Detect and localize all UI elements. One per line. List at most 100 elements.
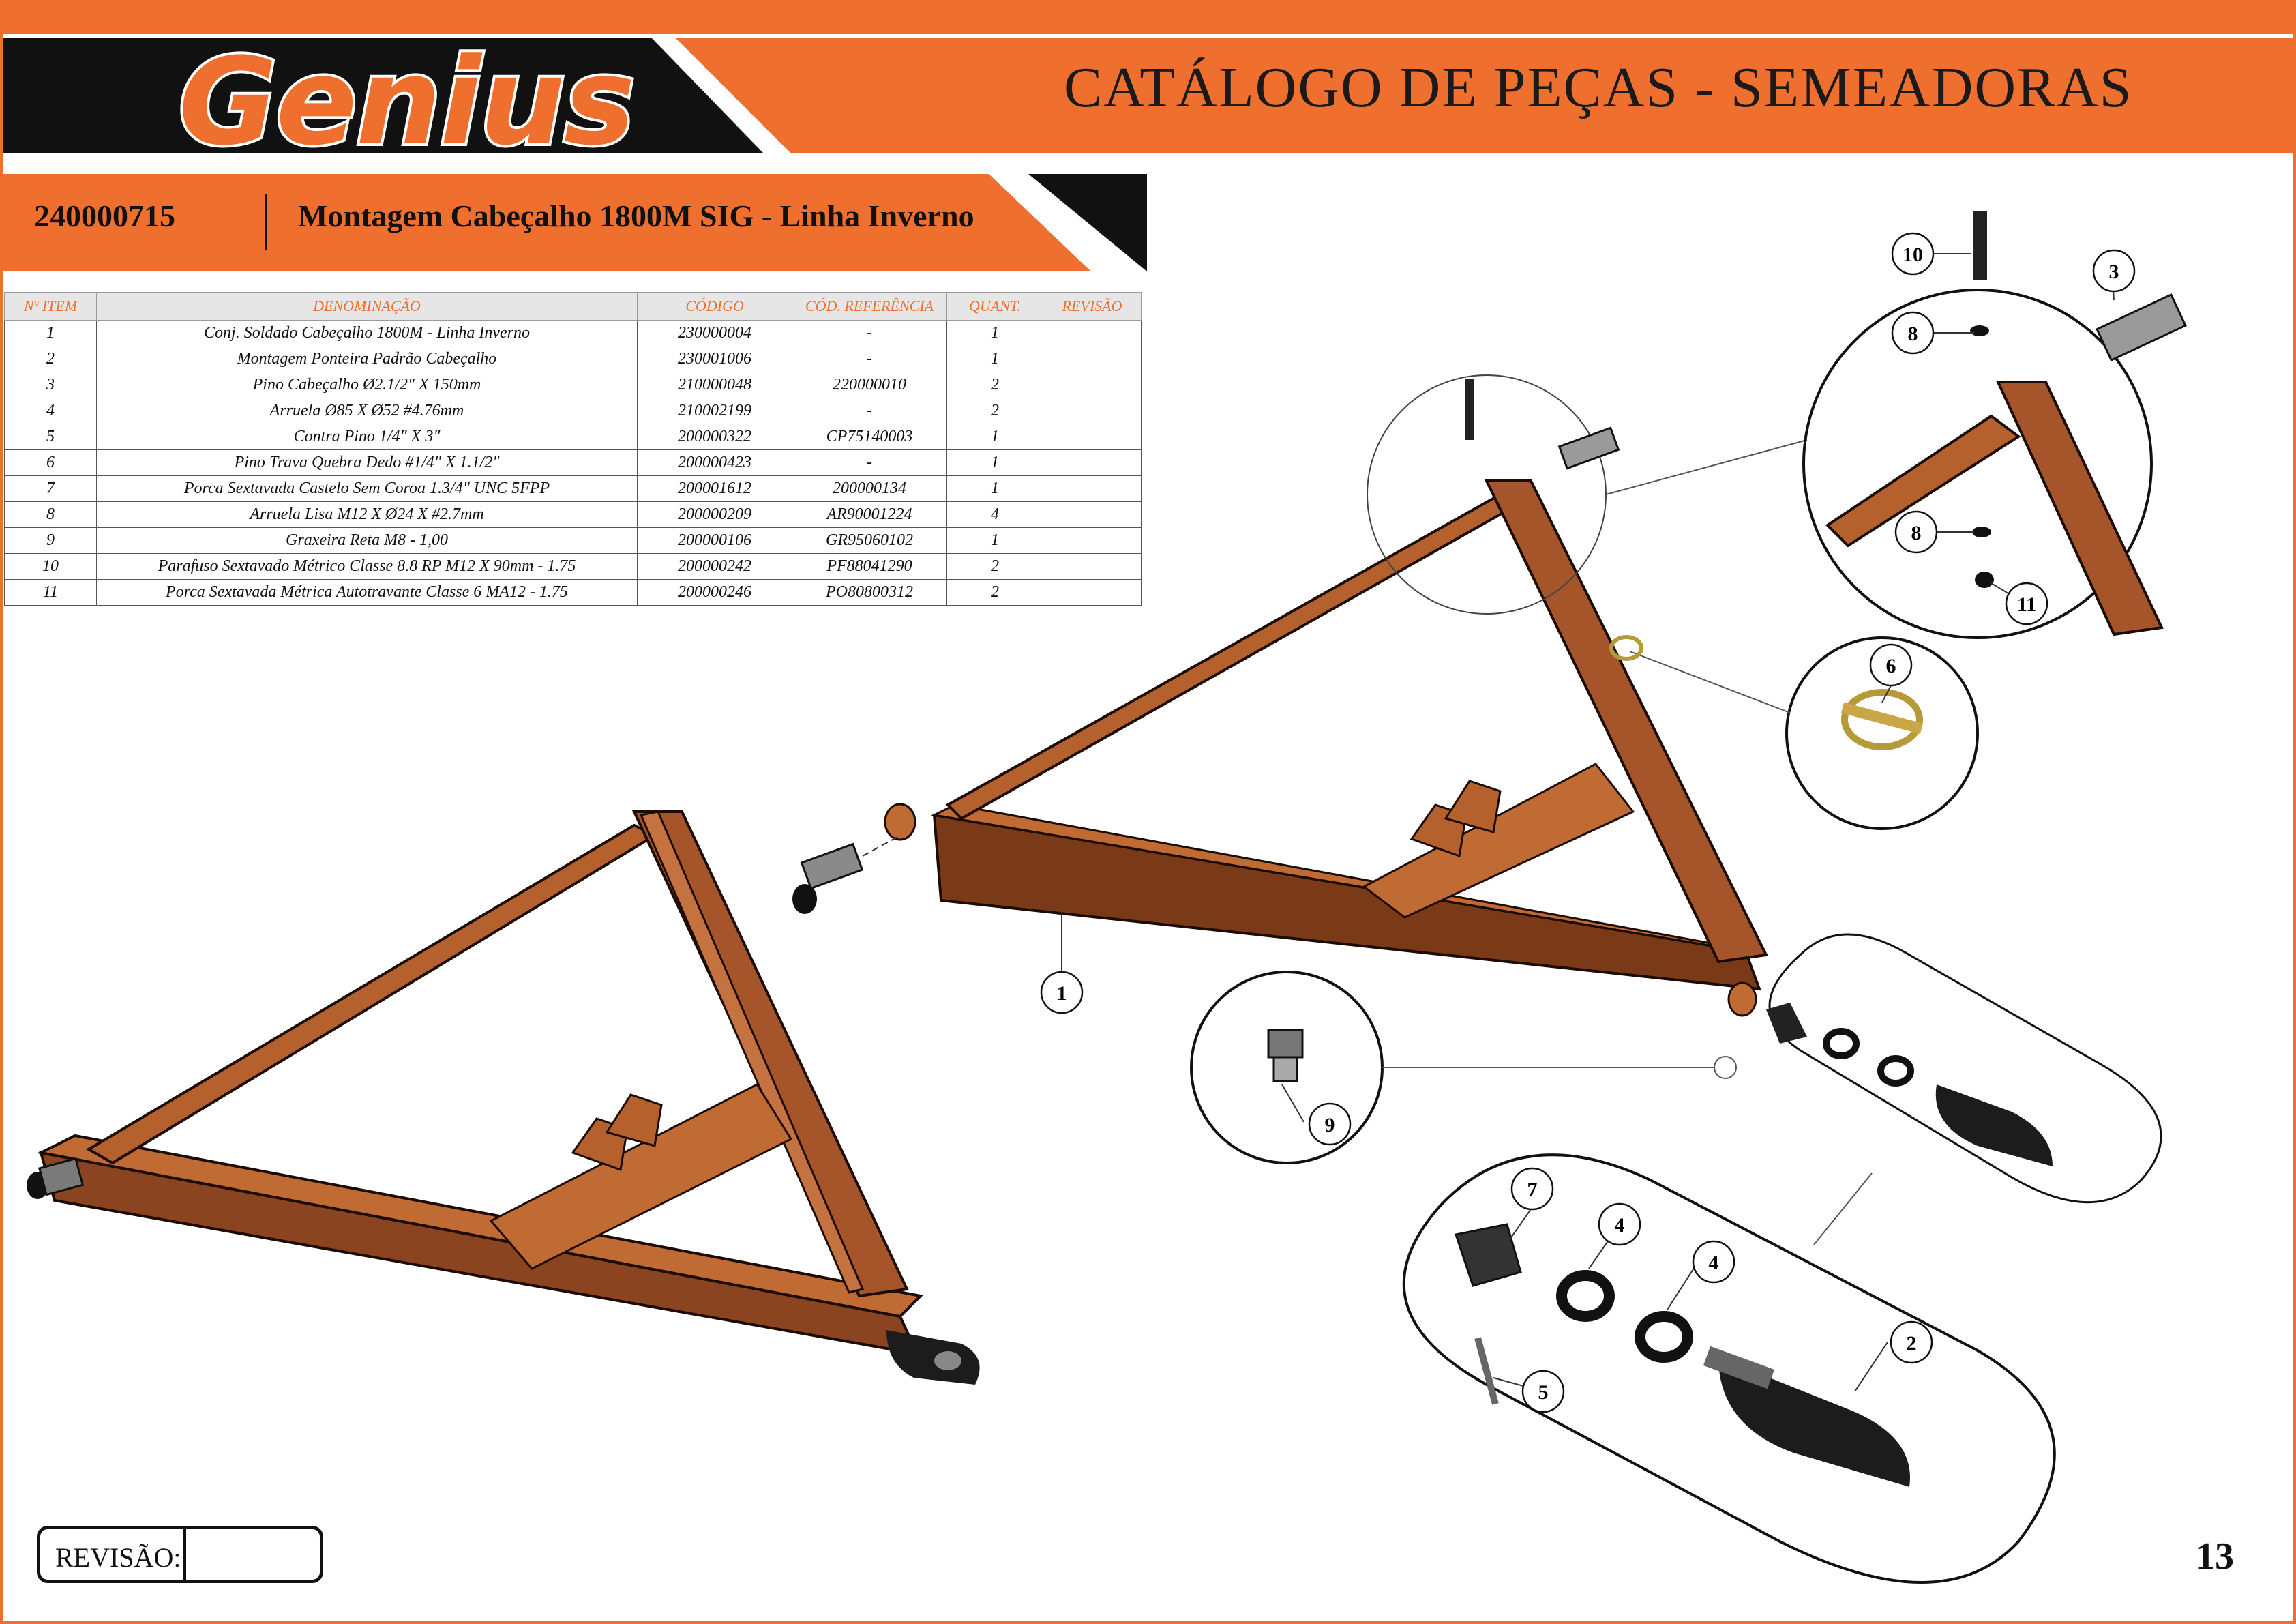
cell-description: Graxeira Reta M8 - 1,00 (96, 527, 638, 554)
cell-code: 200000322 (637, 424, 792, 450)
callout-8b: 8 (1894, 510, 1938, 554)
svg-text:8: 8 (1908, 323, 1918, 345)
svg-text:11: 11 (2017, 593, 2036, 616)
cell-revision (1043, 579, 1142, 606)
cell-item-number: 3 (4, 372, 97, 398)
cell-revision (1043, 320, 1142, 346)
svg-text:10: 10 (1903, 243, 1923, 266)
cell-item-number: 8 (4, 501, 97, 528)
callout-10: 10 (1891, 232, 1935, 276)
detail-oval-tip-small (1766, 933, 2162, 1204)
cell-code: 200000423 (637, 449, 792, 476)
cell-code: 200000106 (637, 527, 792, 554)
callout-11: 11 (2005, 582, 2048, 625)
cell-quantity: 1 (946, 449, 1043, 476)
cell-reference-code: - (792, 449, 947, 476)
cell-description: Arruela Ø85 X Ø52 #4.76mm (96, 398, 638, 424)
detail-circle-pin-lock (1785, 636, 1979, 830)
detail-circle-grease-fitting (1190, 971, 1384, 1164)
cell-reference-code: 200000134 (792, 475, 947, 502)
cell-quantity: 2 (946, 398, 1043, 424)
cell-item-number: 9 (4, 527, 97, 554)
cell-revision (1043, 475, 1142, 502)
detail-oval-tip-large (1402, 1153, 2056, 1584)
svg-text:8: 8 (1911, 522, 1922, 544)
assembly-separator (265, 194, 267, 250)
cell-description: Parafuso Sextavado Métrico Classe 8.8 RP… (96, 553, 638, 580)
cell-code: 230001006 (637, 346, 792, 372)
revision-box: REVISÃO: (37, 1526, 323, 1583)
detail-circle-top-large (1802, 211, 2187, 639)
header-quantity: QUANT. (946, 292, 1043, 321)
cell-code: 200001612 (637, 475, 792, 502)
cell-description: Contra Pino 1/4" X 3" (96, 424, 638, 450)
cell-item-number: 11 (4, 579, 97, 606)
cell-code: 200000242 (637, 553, 792, 580)
cell-quantity: 1 (946, 527, 1043, 554)
assembly-black-corner (1028, 174, 1147, 271)
cell-description: Arruela Lisa M12 X Ø24 X #2.7mm (96, 501, 638, 528)
callout-4b: 4 (1692, 1240, 1735, 1284)
callouts: 1 2 3 4 4 5 6 7 8 8 9 10 11 (1040, 232, 2136, 1413)
svg-text:7: 7 (1527, 1179, 1538, 1201)
cell-quantity: 1 (946, 424, 1043, 450)
callout-2: 2 (1890, 1320, 1933, 1364)
header-description: DENOMINAÇÃO (96, 292, 638, 321)
cell-revision (1043, 527, 1142, 554)
assembly-band (3, 174, 1091, 271)
cell-code: 230000004 (637, 320, 792, 346)
callout-8a: 8 (1891, 311, 1935, 355)
parts-table: Nº ITEM DENOMINAÇÃO CÓDIGO CÓD. REFERÊNC… (4, 292, 1142, 606)
cell-reference-code: CP75140003 (792, 424, 947, 450)
cell-item-number: 1 (4, 320, 97, 346)
catalog-title: CATÁLOGO DE PEÇAS - SEMEADORAS (1064, 56, 2133, 119)
cell-quantity: 2 (946, 372, 1043, 398)
callout-5: 5 (1521, 1370, 1565, 1413)
cell-reference-code: GR95060102 (792, 527, 947, 554)
cell-reference-code: PO80800312 (792, 579, 947, 606)
cell-reference-code: PF88041290 (792, 553, 947, 580)
header-white-stripe (651, 38, 791, 153)
cell-description: Pino Cabeçalho Ø2.1/2" X 150mm (96, 372, 638, 398)
svg-text:4: 4 (1709, 1252, 1719, 1274)
svg-text:6: 6 (1886, 655, 1896, 677)
svg-text:9: 9 (1325, 1114, 1335, 1136)
cell-item-number: 4 (4, 398, 97, 424)
cell-code: 210000048 (637, 372, 792, 398)
header-item-number: Nº ITEM (4, 292, 97, 321)
assembly-name: Montagem Cabeçalho 1800M SIG - Linha Inv… (298, 198, 974, 233)
cell-code: 210002199 (637, 398, 792, 424)
cell-description: Porca Sextavada Métrica Autotravante Cla… (96, 579, 638, 606)
callout-3: 3 (2092, 249, 2136, 293)
cell-quantity: 4 (946, 501, 1043, 528)
cell-revision (1043, 398, 1142, 424)
cell-reference-code: - (792, 398, 947, 424)
cell-revision (1043, 553, 1142, 580)
page-number: 13 (2196, 1535, 2234, 1578)
callout-1: 1 (1040, 971, 1084, 1014)
svg-text:1: 1 (1057, 982, 1067, 1005)
cell-reference-code: 220000010 (792, 372, 947, 398)
cell-description: Montagem Ponteira Padrão Cabeçalho (96, 346, 638, 372)
cell-reference-code: - (792, 320, 947, 346)
cell-item-number: 6 (4, 449, 97, 476)
svg-text:2: 2 (1907, 1332, 1917, 1355)
cell-reference-code: - (792, 346, 947, 372)
cell-quantity: 1 (946, 320, 1043, 346)
parts-table-header: Nº ITEM DENOMINAÇÃO CÓDIGO CÓD. REFERÊNC… (4, 292, 1142, 321)
svg-text:4: 4 (1615, 1214, 1625, 1237)
exploded-drawbar (792, 479, 1769, 1017)
cell-description: Pino Trava Quebra Dedo #1/4" X 1.1/2" (96, 449, 638, 476)
cell-revision (1043, 346, 1142, 372)
cell-code: 200000246 (637, 579, 792, 606)
cell-revision (1043, 424, 1142, 450)
